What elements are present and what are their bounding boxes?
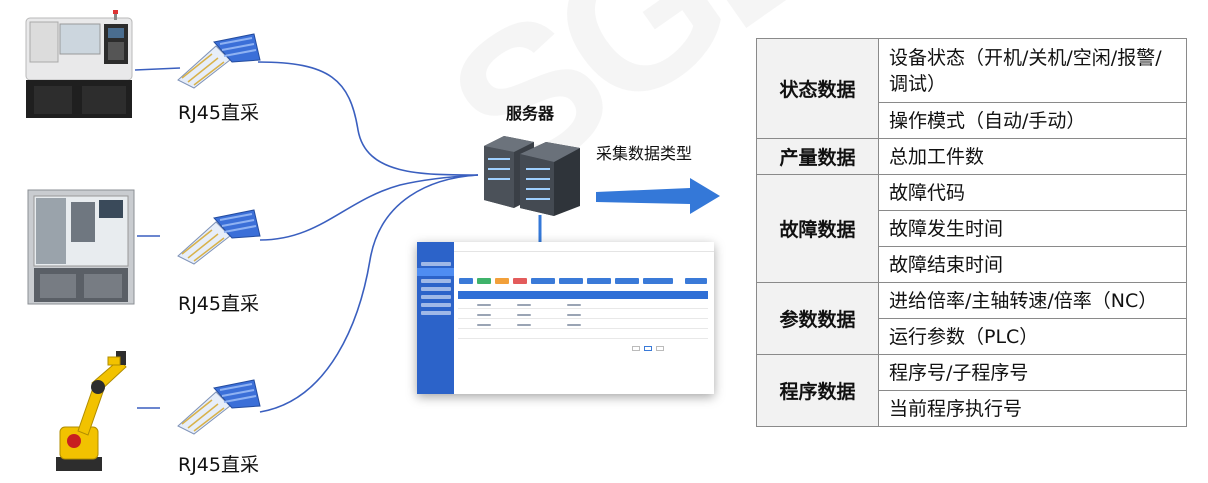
item-device-status: 设备状态（开机/关机/空闲/报警/调试）	[878, 38, 1187, 103]
app-table-header	[458, 291, 708, 299]
line-cable3-server	[259, 174, 479, 413]
item-operation-mode: 操作模式（自动/手动）	[878, 102, 1187, 139]
cnc-lathe-icon	[25, 10, 133, 118]
category-status: 状态数据	[756, 38, 879, 139]
item-fault-start: 故障发生时间	[878, 210, 1187, 247]
arrow-right-icon	[596, 178, 720, 214]
category-program: 程序数据	[756, 354, 879, 427]
item-program-number: 程序号/子程序号	[878, 354, 1187, 391]
rj45-cable-icon	[177, 379, 261, 435]
server-icon	[484, 136, 580, 216]
connection-label-3: RJ45直采	[178, 454, 259, 476]
rj45-cable-icon	[177, 33, 261, 89]
connection-label-1: RJ45直采	[178, 102, 259, 124]
line-cable2-server	[259, 174, 479, 241]
collection-type-label: 采集数据类型	[596, 144, 693, 163]
line-cable1-server	[257, 61, 479, 176]
item-current-program: 当前程序执行号	[878, 390, 1187, 427]
category-production: 产量数据	[756, 138, 879, 175]
item-feed-spindle: 进给倍率/主轴转速/倍率（NC）	[878, 282, 1187, 319]
item-fault-end: 故障结束时间	[878, 246, 1187, 283]
item-fault-code: 故障代码	[878, 174, 1187, 211]
connection-label-2: RJ45直采	[178, 293, 259, 315]
assembly-station-icon	[27, 189, 135, 305]
category-fault: 故障数据	[756, 174, 879, 283]
data-type-table: 状态数据 设备状态（开机/关机/空闲/报警/调试） 操作模式（自动/手动） 产量…	[756, 38, 1187, 427]
item-total-parts: 总加工件数	[878, 138, 1187, 175]
software-screenshot	[417, 242, 714, 394]
item-run-params: 运行参数（PLC）	[878, 318, 1187, 355]
app-topbar	[454, 242, 714, 252]
line-machine1-cable	[134, 67, 181, 71]
category-parameters: 参数数据	[756, 282, 879, 355]
rj45-cable-icon	[177, 209, 261, 265]
app-sidebar	[417, 242, 454, 394]
industrial-robot-icon	[56, 351, 127, 471]
server-label: 服务器	[506, 104, 555, 123]
